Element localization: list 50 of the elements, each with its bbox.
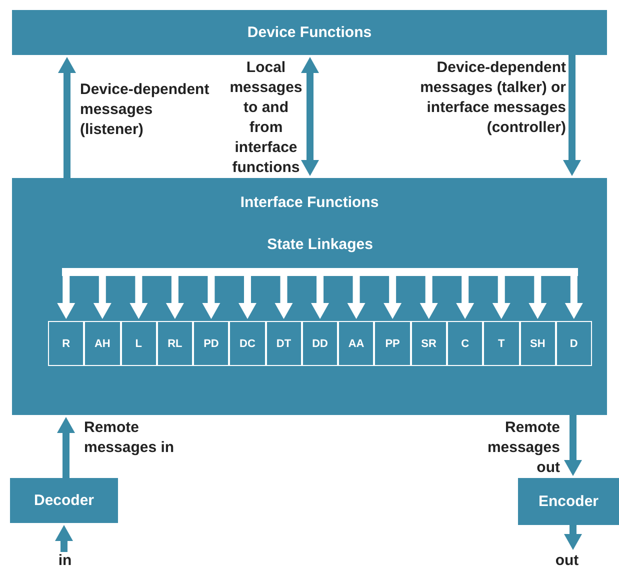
function-cell: AH: [84, 321, 121, 366]
function-cell: T: [483, 321, 520, 366]
terminal-label: out: [515, 552, 619, 576]
function-cell: R: [48, 321, 84, 366]
arrow: [563, 55, 581, 176]
arrow: [130, 276, 148, 319]
panel-title: Interface Functions: [239, 194, 380, 211]
function-cell: L: [120, 321, 157, 366]
edge-label: Device-dependent messages (listener): [80, 80, 210, 140]
function-cell: DD: [302, 321, 338, 366]
arrow: [202, 276, 220, 319]
arrow: [274, 276, 293, 319]
function-cell: SR: [410, 321, 447, 366]
edge-label: Device-dependent messages (talker) or interface messages (controller): [419, 58, 566, 138]
function-cell: RL: [156, 321, 194, 366]
edge-label: Local messages to and from interface functions: [228, 58, 304, 178]
arrow: [492, 276, 510, 319]
arrow: [528, 276, 547, 319]
arrow: [420, 276, 438, 319]
arrow: [58, 57, 76, 178]
arrow: [57, 417, 75, 478]
arrow: [384, 276, 402, 319]
arrow: [564, 276, 583, 319]
bracket-heading: State Linkages: [62, 236, 578, 276]
arrow: [93, 276, 112, 319]
process-box: Decoder: [10, 478, 118, 523]
arrow: [347, 276, 366, 319]
function-cell: DC: [229, 321, 266, 366]
function-cell: PD: [193, 321, 230, 366]
function-cell: C: [446, 321, 484, 366]
panel: [12, 178, 607, 415]
terminal-label: in: [10, 552, 120, 576]
process-box: Encoder: [518, 478, 619, 525]
arrow: [55, 525, 73, 552]
arrow: [57, 276, 76, 319]
arrow: [564, 525, 582, 550]
arrow: [311, 276, 330, 319]
arrow: [301, 57, 319, 176]
function-cell: D: [556, 321, 592, 366]
function-cell: SH: [520, 321, 556, 366]
function-cell: DT: [266, 321, 302, 366]
arrow: [456, 276, 474, 319]
function-cell: AA: [338, 321, 374, 366]
edge-label: Remote messages out: [486, 418, 560, 478]
arrow: [564, 415, 582, 476]
process-box: Device Functions: [12, 10, 607, 55]
function-cell: PP: [374, 321, 411, 366]
arrow: [238, 276, 256, 319]
edge-label: Remote messages in: [84, 418, 176, 458]
arrow: [166, 276, 184, 319]
